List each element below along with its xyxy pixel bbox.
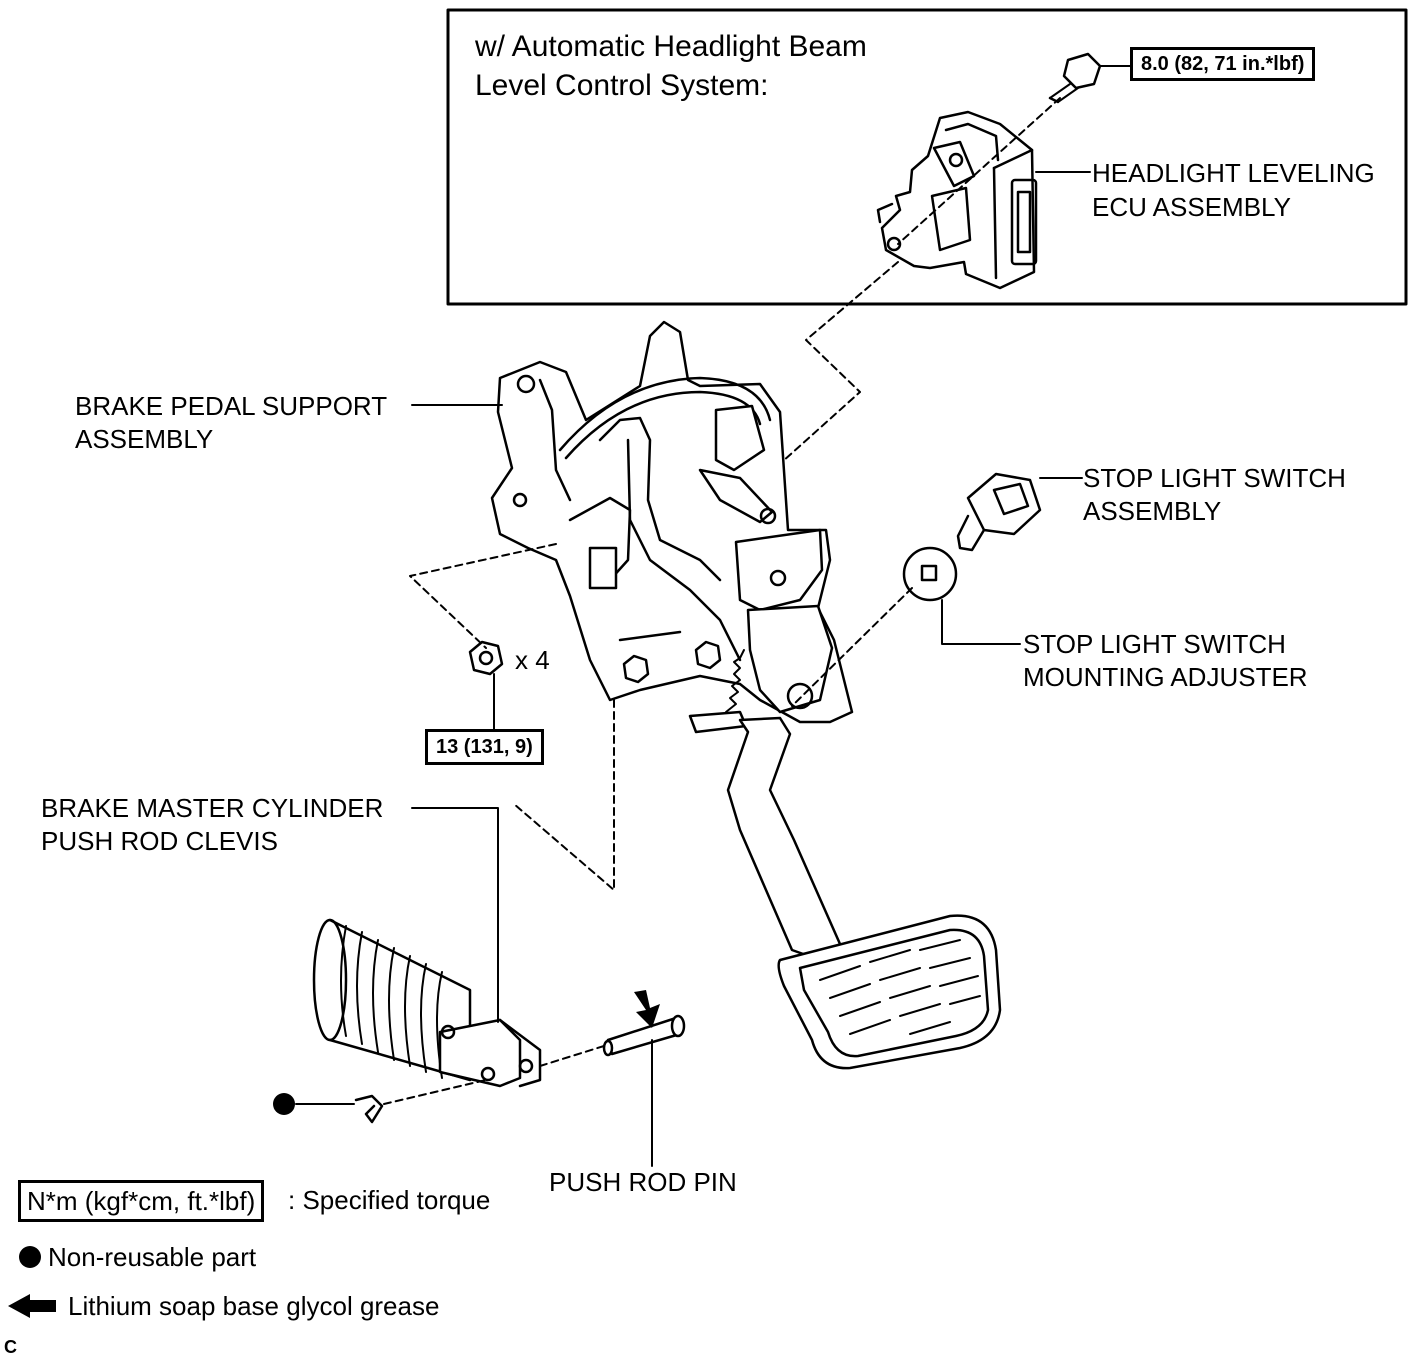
nonreusable-mark	[273, 1093, 295, 1115]
stop-switch-label-line2: ASSEMBLY	[1083, 496, 1222, 526]
stop-switch-label-line1: STOP LIGHT SWITCH	[1083, 463, 1346, 493]
ecu-label-line1: HEADLIGHT LEVELING	[1092, 158, 1375, 188]
support-label-line1: BRAKE PEDAL SUPPORT	[75, 391, 388, 421]
legend-grease-arrow	[8, 1294, 56, 1318]
clevis-label-line1: BRAKE MASTER CYLINDER	[41, 793, 384, 823]
inset-title-line2: Level Control System:	[475, 69, 769, 102]
ecu-label-line2: ECU ASSEMBLY	[1092, 192, 1291, 222]
clevis-label-line2: PUSH ROD CLEVIS	[41, 826, 278, 856]
legend-torque-text: : Specified torque	[288, 1185, 491, 1215]
switch-axis-line	[791, 587, 913, 707]
legend-torque-box: N*m (kgf*cm, ft.*lbf)	[18, 1180, 265, 1222]
inset-frame	[446, 8, 1408, 306]
retaining-clip	[354, 1094, 384, 1124]
grease-arrow	[634, 990, 660, 1028]
ecu-mount-leader	[781, 261, 899, 463]
ecu-bolt-axis	[897, 97, 1061, 245]
brake-pedal-pad	[777, 914, 1002, 1070]
ecu-bolt	[1048, 52, 1102, 104]
push-rod-pin	[602, 1014, 686, 1057]
push-rod-pin-label: PUSH ROD PIN	[549, 1167, 737, 1197]
legend-grease-text: Lithium soap base glycol grease	[68, 1291, 440, 1321]
return-spring	[725, 649, 745, 713]
legend-nonreusable-text: Non-reusable part	[48, 1242, 257, 1272]
push-rod-clevis	[438, 1018, 542, 1088]
legend-nonreusable-dot	[19, 1246, 41, 1268]
nut-quantity: x 4	[515, 645, 550, 675]
brake-pedal-support	[490, 320, 854, 724]
nut-torque-box: 13 (131, 9)	[425, 729, 544, 765]
corner-code: C	[4, 1337, 17, 1357]
inset-title-line1: w/ Automatic Headlight Beam	[475, 30, 867, 63]
switch-mounting-adjuster	[902, 546, 958, 602]
adjuster-label-line2: MOUNTING ADJUSTER	[1023, 662, 1308, 692]
support-label-line2: ASSEMBLY	[75, 424, 214, 454]
brake-pedal-arm	[726, 716, 842, 962]
adjuster-label-line1: STOP LIGHT SWITCH	[1023, 629, 1286, 659]
nut-dashed-leader	[409, 543, 557, 649]
stop-light-switch	[956, 472, 1042, 552]
mounting-nut	[468, 640, 504, 676]
ecu-bolt-torque-box: 8.0 (82, 71 in.*lbf)	[1130, 47, 1316, 81]
headlight-leveling-ecu	[876, 110, 1038, 290]
bracket-nuts	[622, 640, 722, 684]
